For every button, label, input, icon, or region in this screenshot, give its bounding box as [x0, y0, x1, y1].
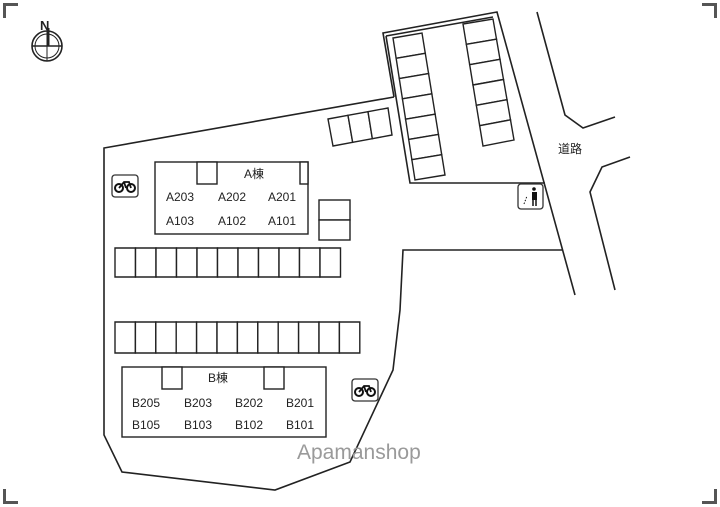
building-a: A棟 A203 A202 A201 A103 A102 A101	[154, 161, 309, 235]
parking-stall	[134, 247, 157, 278]
parking-stall	[175, 247, 198, 278]
road-label: 道路	[558, 141, 582, 156]
building-b: B棟 B205 B203 B202 B201 B105 B103 B102 B1…	[121, 366, 327, 438]
unit-label: A103	[166, 214, 194, 228]
north-lot-inner-line	[385, 16, 545, 184]
parking-stall	[175, 321, 198, 354]
parking-stall	[216, 247, 239, 278]
building-b-label: B棟	[208, 370, 228, 385]
parking-stall	[411, 153, 446, 181]
trash-collection-icon	[517, 183, 544, 210]
parking-stall	[134, 321, 157, 354]
parking-stall	[114, 321, 137, 354]
parking-north-left	[392, 32, 446, 181]
building-a-label: A棟	[244, 166, 264, 181]
unit-label: B201	[286, 396, 314, 410]
parking-stall	[216, 321, 239, 354]
north-lot-boundary	[382, 11, 576, 296]
unit-label: A201	[268, 190, 296, 204]
parking-row-2	[114, 321, 361, 354]
watermark-logo: Apamanshop	[297, 441, 421, 464]
parking-stall	[236, 321, 259, 354]
parking-stall	[195, 321, 218, 354]
unit-label: A102	[218, 214, 246, 228]
parking-stall	[367, 107, 393, 140]
unit-label: B202	[235, 396, 263, 410]
parking-stall	[257, 247, 280, 278]
unit-label: B105	[132, 418, 160, 432]
unit-label: A203	[166, 190, 194, 204]
lot-boundary	[103, 96, 562, 491]
parking-stall	[155, 247, 178, 278]
parking-stall	[318, 321, 341, 354]
parking-row-1	[114, 247, 342, 278]
compass-icon: N	[31, 18, 63, 62]
parking-stall	[478, 119, 515, 147]
parking-north-small	[327, 107, 393, 147]
bicycle-parking-icon	[351, 378, 379, 402]
parking-stall	[277, 321, 300, 354]
parking-stall	[155, 321, 177, 354]
parking-north-right	[462, 18, 515, 147]
unit-label: A101	[268, 214, 296, 228]
road-edge-lower	[589, 156, 631, 291]
parking-stall	[278, 247, 301, 278]
parking-stall	[114, 247, 137, 278]
unit-label: B102	[235, 418, 263, 432]
unit-label: B205	[132, 396, 160, 410]
parking-stall	[298, 247, 321, 278]
parking-stall	[297, 321, 320, 354]
unit-label: A202	[218, 190, 246, 204]
parking-stall	[338, 321, 361, 354]
corner-marks	[3, 3, 717, 504]
unit-label: B101	[286, 418, 314, 432]
bicycle-parking-icon	[111, 174, 139, 198]
parking-stall	[257, 321, 279, 354]
parking-stall	[196, 247, 219, 278]
road-edge-upper	[536, 11, 616, 129]
parking-beside-a	[318, 199, 351, 241]
parking-stall	[319, 247, 342, 278]
parking-stall	[237, 247, 260, 278]
unit-label: B103	[184, 418, 212, 432]
compass-north-label: N	[40, 18, 49, 33]
unit-label: B203	[184, 396, 212, 410]
